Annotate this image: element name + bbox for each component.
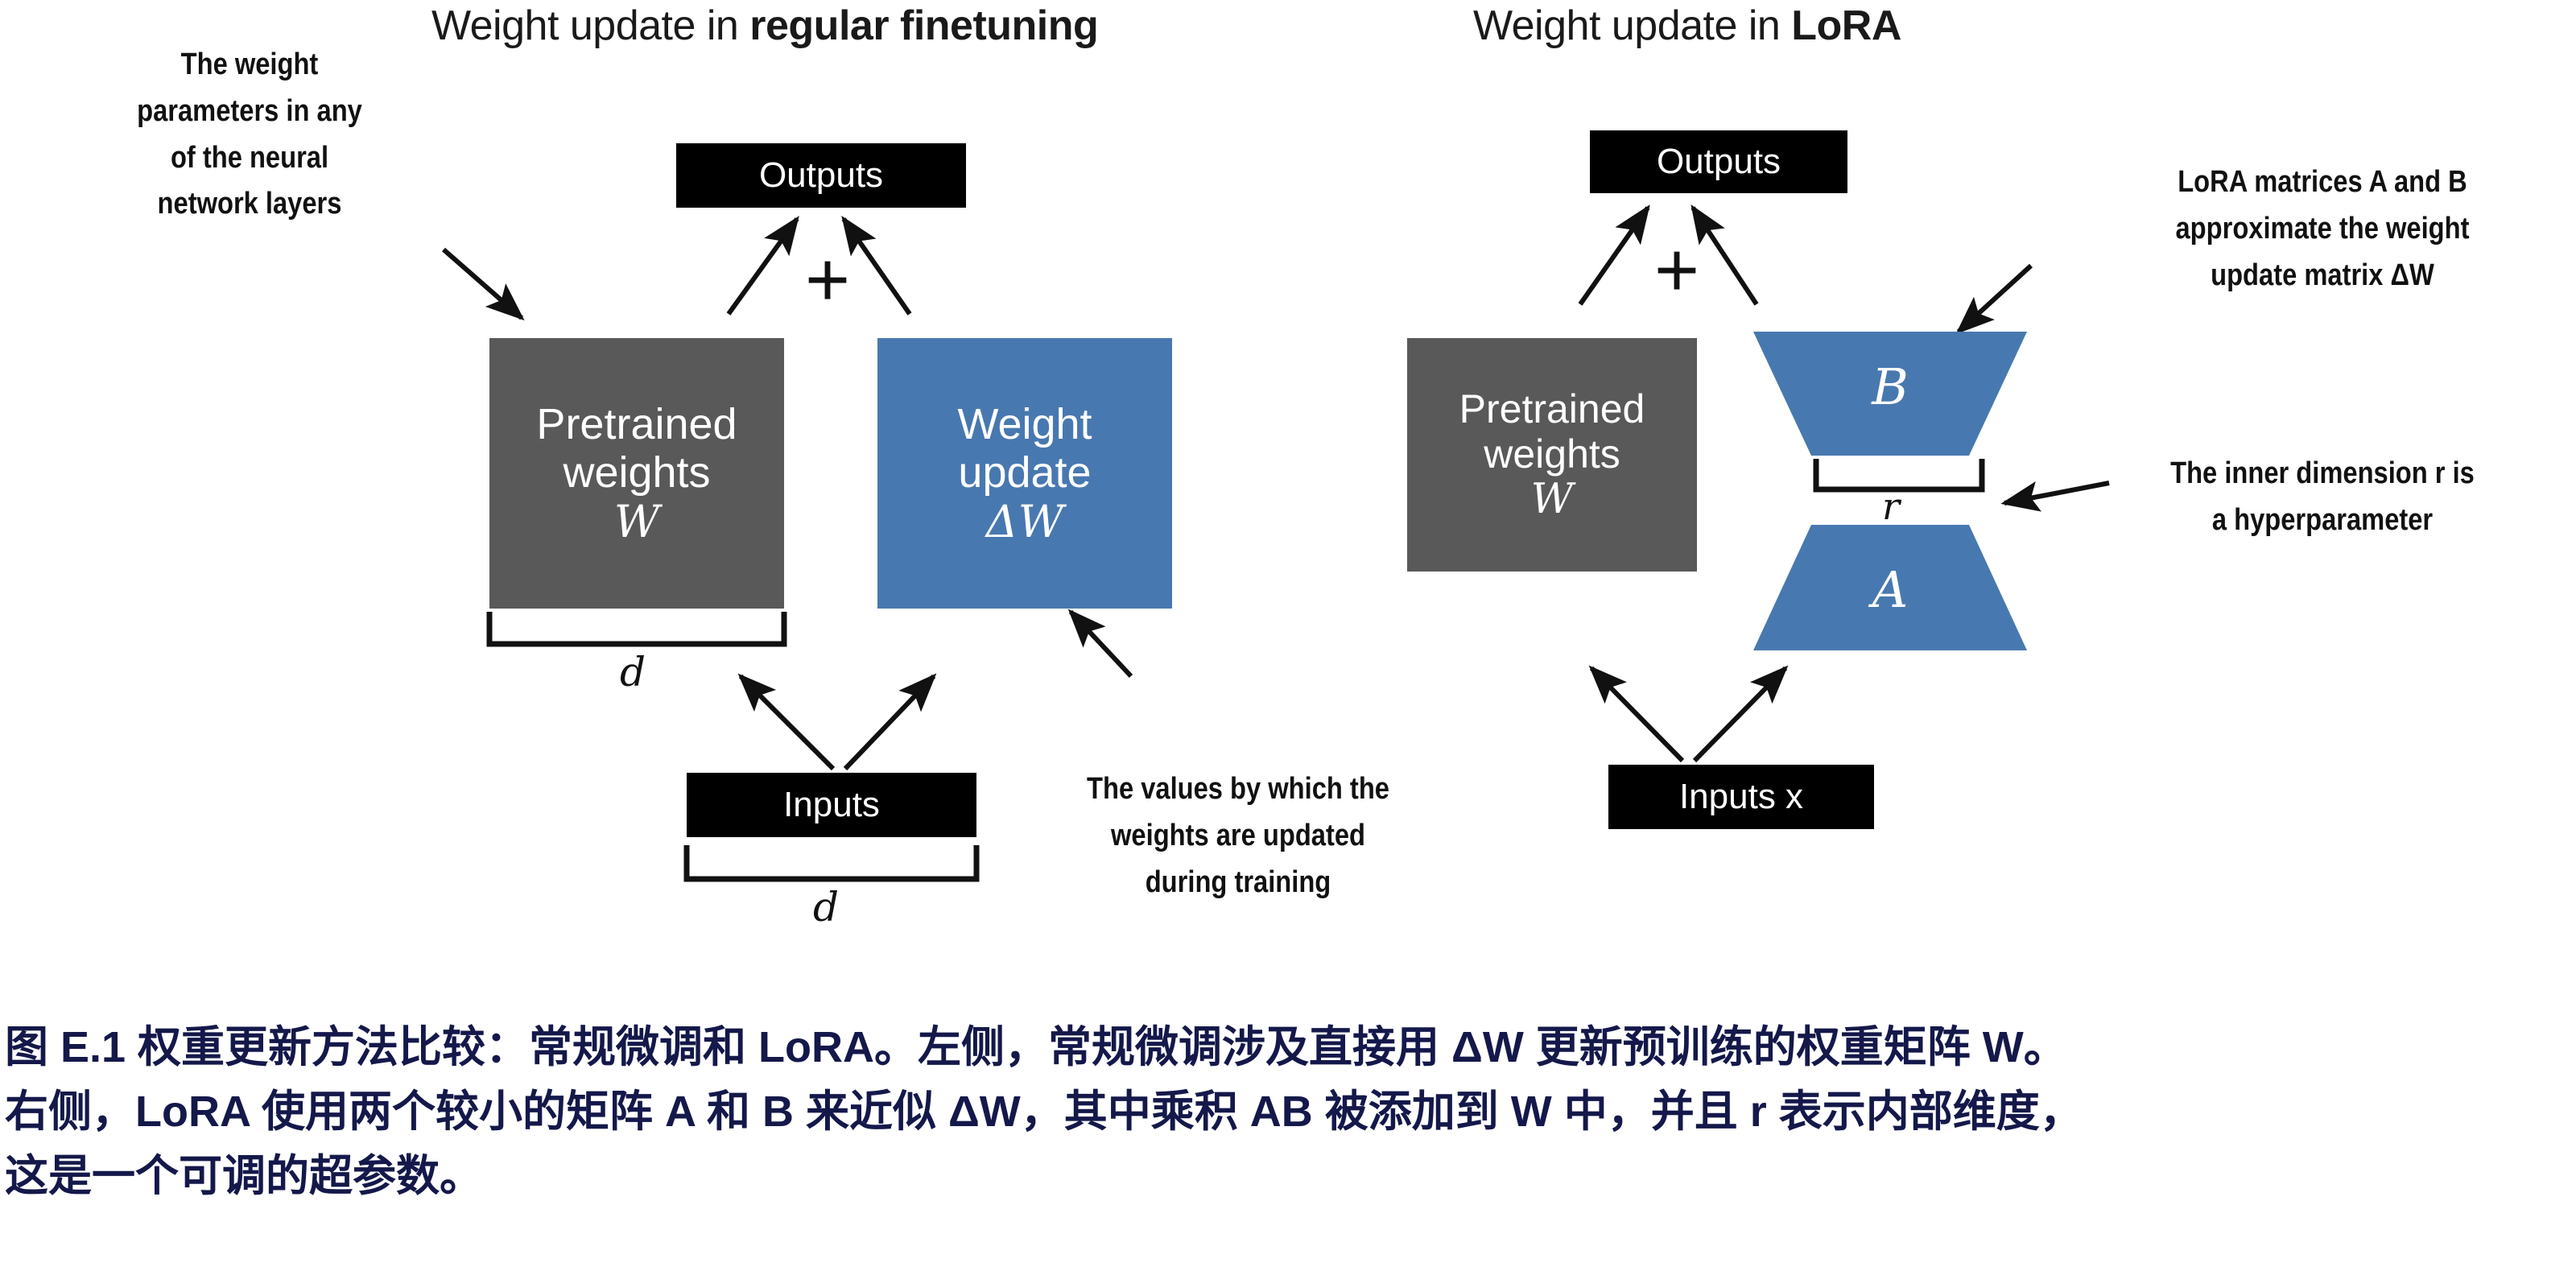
pretrained-symbol: W bbox=[613, 495, 660, 547]
left-panel-title: Weight update in regular finetuning bbox=[431, 2, 1099, 50]
rank-r-label: r bbox=[1882, 485, 1900, 528]
pretrained-weights-box-lora: Pretrained weights W bbox=[1407, 338, 1697, 572]
inputs-x-label: Inputs x bbox=[1678, 777, 1804, 817]
arrow-inputsx-to-pretrained bbox=[1588, 665, 1685, 763]
annotation-line: parameters in any bbox=[137, 93, 362, 128]
outputs-box: Outputs bbox=[676, 143, 966, 208]
annotation-lora-matrices: LoRA matrices A and B approximate the we… bbox=[2115, 159, 2530, 299]
matrix-b-label: B bbox=[1872, 357, 1909, 416]
r-glyph: r bbox=[1882, 485, 1900, 528]
annotation-line: during training bbox=[1145, 865, 1331, 899]
right-title-prefix: Weight update in bbox=[1473, 2, 1792, 49]
right-title-strong: LoRA bbox=[1791, 2, 1901, 49]
caption-line-1: 图 E.1 权重更新方法比较：常规微调和 LoRA。左侧，常规微调涉及直接用 Δ… bbox=[5, 1023, 2067, 1071]
arrow-pretrained-to-outputs-lora bbox=[1578, 204, 1650, 306]
caption-line-2: 右侧，LoRA 使用两个较小的矩阵 A 和 B 来近似 ΔW，其中乘积 AB 被… bbox=[5, 1087, 2083, 1136]
arrow-inputs-to-update bbox=[843, 673, 937, 771]
d-glyph: d bbox=[813, 884, 840, 931]
annotation-line: update matrix ΔW bbox=[2211, 258, 2434, 292]
annotation-weight-parameters: The weight parameters in any of the neur… bbox=[104, 42, 394, 228]
pretrained-line2: weights bbox=[563, 448, 711, 497]
outputs-label: Outputs bbox=[758, 155, 884, 196]
matrix-b-shape bbox=[1753, 332, 2027, 456]
inputs-label: Inputs bbox=[783, 785, 880, 825]
update-line2: update bbox=[958, 448, 1092, 497]
arrow-annotation-to-r bbox=[2000, 481, 2110, 512]
figure-caption: 图 E.1 权重更新方法比较：常规微调和 LoRA。左侧，常规微调涉及直接用 Δ… bbox=[5, 1016, 2573, 1209]
annotation-line: weights are updated bbox=[1111, 818, 1365, 852]
matrix-a-label: A bbox=[1872, 560, 1909, 619]
annotation-line: LoRA matrices A and B bbox=[2178, 165, 2467, 199]
annotation-line: The inner dimension r is bbox=[2170, 456, 2475, 490]
annotation-line: approximate the weight bbox=[2175, 211, 2470, 246]
arrow-update-to-outputs bbox=[841, 216, 912, 316]
arrow-annotation-to-b bbox=[1955, 263, 2033, 335]
update-line1: Weight bbox=[957, 399, 1092, 448]
matrix-b-trapezoid: B bbox=[1753, 330, 2027, 457]
annotation-line: The values by which the bbox=[1087, 772, 1389, 806]
pretrained-line2-lora: weights bbox=[1484, 431, 1620, 477]
update-symbol: ΔW bbox=[985, 495, 1064, 547]
arrow-inputsx-to-a bbox=[1692, 665, 1789, 763]
plus-symbol-lora: + bbox=[1654, 232, 1699, 309]
annotation-line: The weight bbox=[180, 47, 319, 81]
annotation-line: network layers bbox=[157, 187, 342, 221]
arrow-pretrained-to-outputs bbox=[726, 216, 799, 316]
inputs-box: Inputs bbox=[687, 773, 976, 837]
plus-glyph-lora: + bbox=[1654, 227, 1700, 313]
left-title-strong: regular finetuning bbox=[749, 2, 1099, 49]
pretrained-symbol-lora: W bbox=[1530, 476, 1574, 524]
d-glyph: d bbox=[620, 649, 646, 695]
arrow-inputs-to-pretrained bbox=[737, 673, 836, 771]
annotation-line: of the neural bbox=[170, 140, 329, 175]
pretrained-weights-box: Pretrained weights W bbox=[489, 338, 784, 609]
matrix-a-shape bbox=[1753, 525, 2027, 650]
plus-symbol: + bbox=[805, 241, 850, 319]
annotation-inner-dimension: The inner dimension r is a hyperparamete… bbox=[2115, 451, 2530, 544]
dimension-d-pretrained: d bbox=[620, 649, 646, 695]
outputs-box-lora: Outputs bbox=[1590, 130, 1847, 193]
pretrained-line1: Pretrained bbox=[536, 399, 737, 448]
bracket-d-pretrained bbox=[486, 612, 787, 647]
plus-glyph: + bbox=[805, 237, 851, 323]
inputs-x-box: Inputs x bbox=[1608, 765, 1874, 829]
right-panel-title: Weight update in LoRA bbox=[1473, 2, 1901, 50]
weight-update-box: Weight update ΔW bbox=[877, 338, 1172, 609]
caption-line-3: 这是一个可调的超参数。 bbox=[5, 1151, 483, 1200]
annotation-values-updated: The values by which the weights are upda… bbox=[1044, 766, 1432, 906]
dimension-d-inputs: d bbox=[813, 884, 839, 931]
arrow-b-to-outputs bbox=[1690, 204, 1759, 306]
annotation-line: a hyperparameter bbox=[2211, 502, 2434, 537]
matrix-a-trapezoid: A bbox=[1753, 523, 2027, 652]
outputs-label-lora: Outputs bbox=[1656, 142, 1781, 182]
arrow-values-to-update bbox=[1067, 609, 1133, 679]
left-title-prefix: Weight update in bbox=[431, 2, 750, 49]
pretrained-line1-lora: Pretrained bbox=[1459, 386, 1645, 432]
bracket-d-inputs bbox=[683, 845, 980, 882]
arrow-annotation-to-pretrained bbox=[442, 247, 525, 321]
